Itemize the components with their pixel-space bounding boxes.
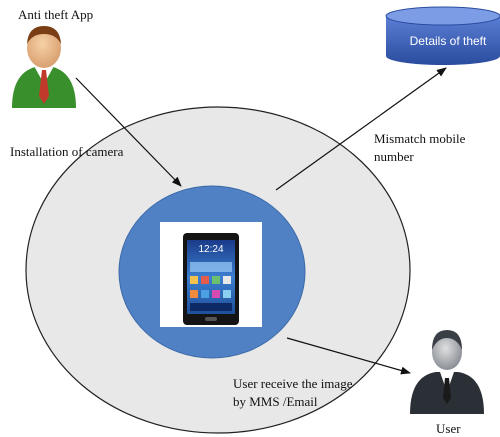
label-receive-line2: by MMS /Email	[233, 394, 318, 409]
label-anti-theft-app: Anti theft App	[18, 7, 94, 22]
user-person-icon	[410, 330, 484, 414]
agent-person-icon	[12, 26, 76, 108]
database-details-of-theft: Details of theft	[385, 6, 500, 65]
database-label: Details of theft	[410, 34, 487, 48]
label-mismatch-line1: Mismatch mobile	[374, 131, 466, 146]
phone-clock: 12:24	[198, 244, 223, 255]
label-installation-of-camera: Installation of camera	[10, 144, 124, 159]
label-receive-line1: User receive the image	[233, 376, 353, 391]
arrow-install-camera	[75, 77, 182, 187]
arrow-send-to-user	[286, 337, 411, 375]
arrow-mismatch-to-db	[275, 67, 447, 191]
label-user: User	[436, 421, 461, 436]
phone-image: 12:24	[160, 222, 262, 327]
label-mismatch-line2: number	[374, 149, 414, 164]
